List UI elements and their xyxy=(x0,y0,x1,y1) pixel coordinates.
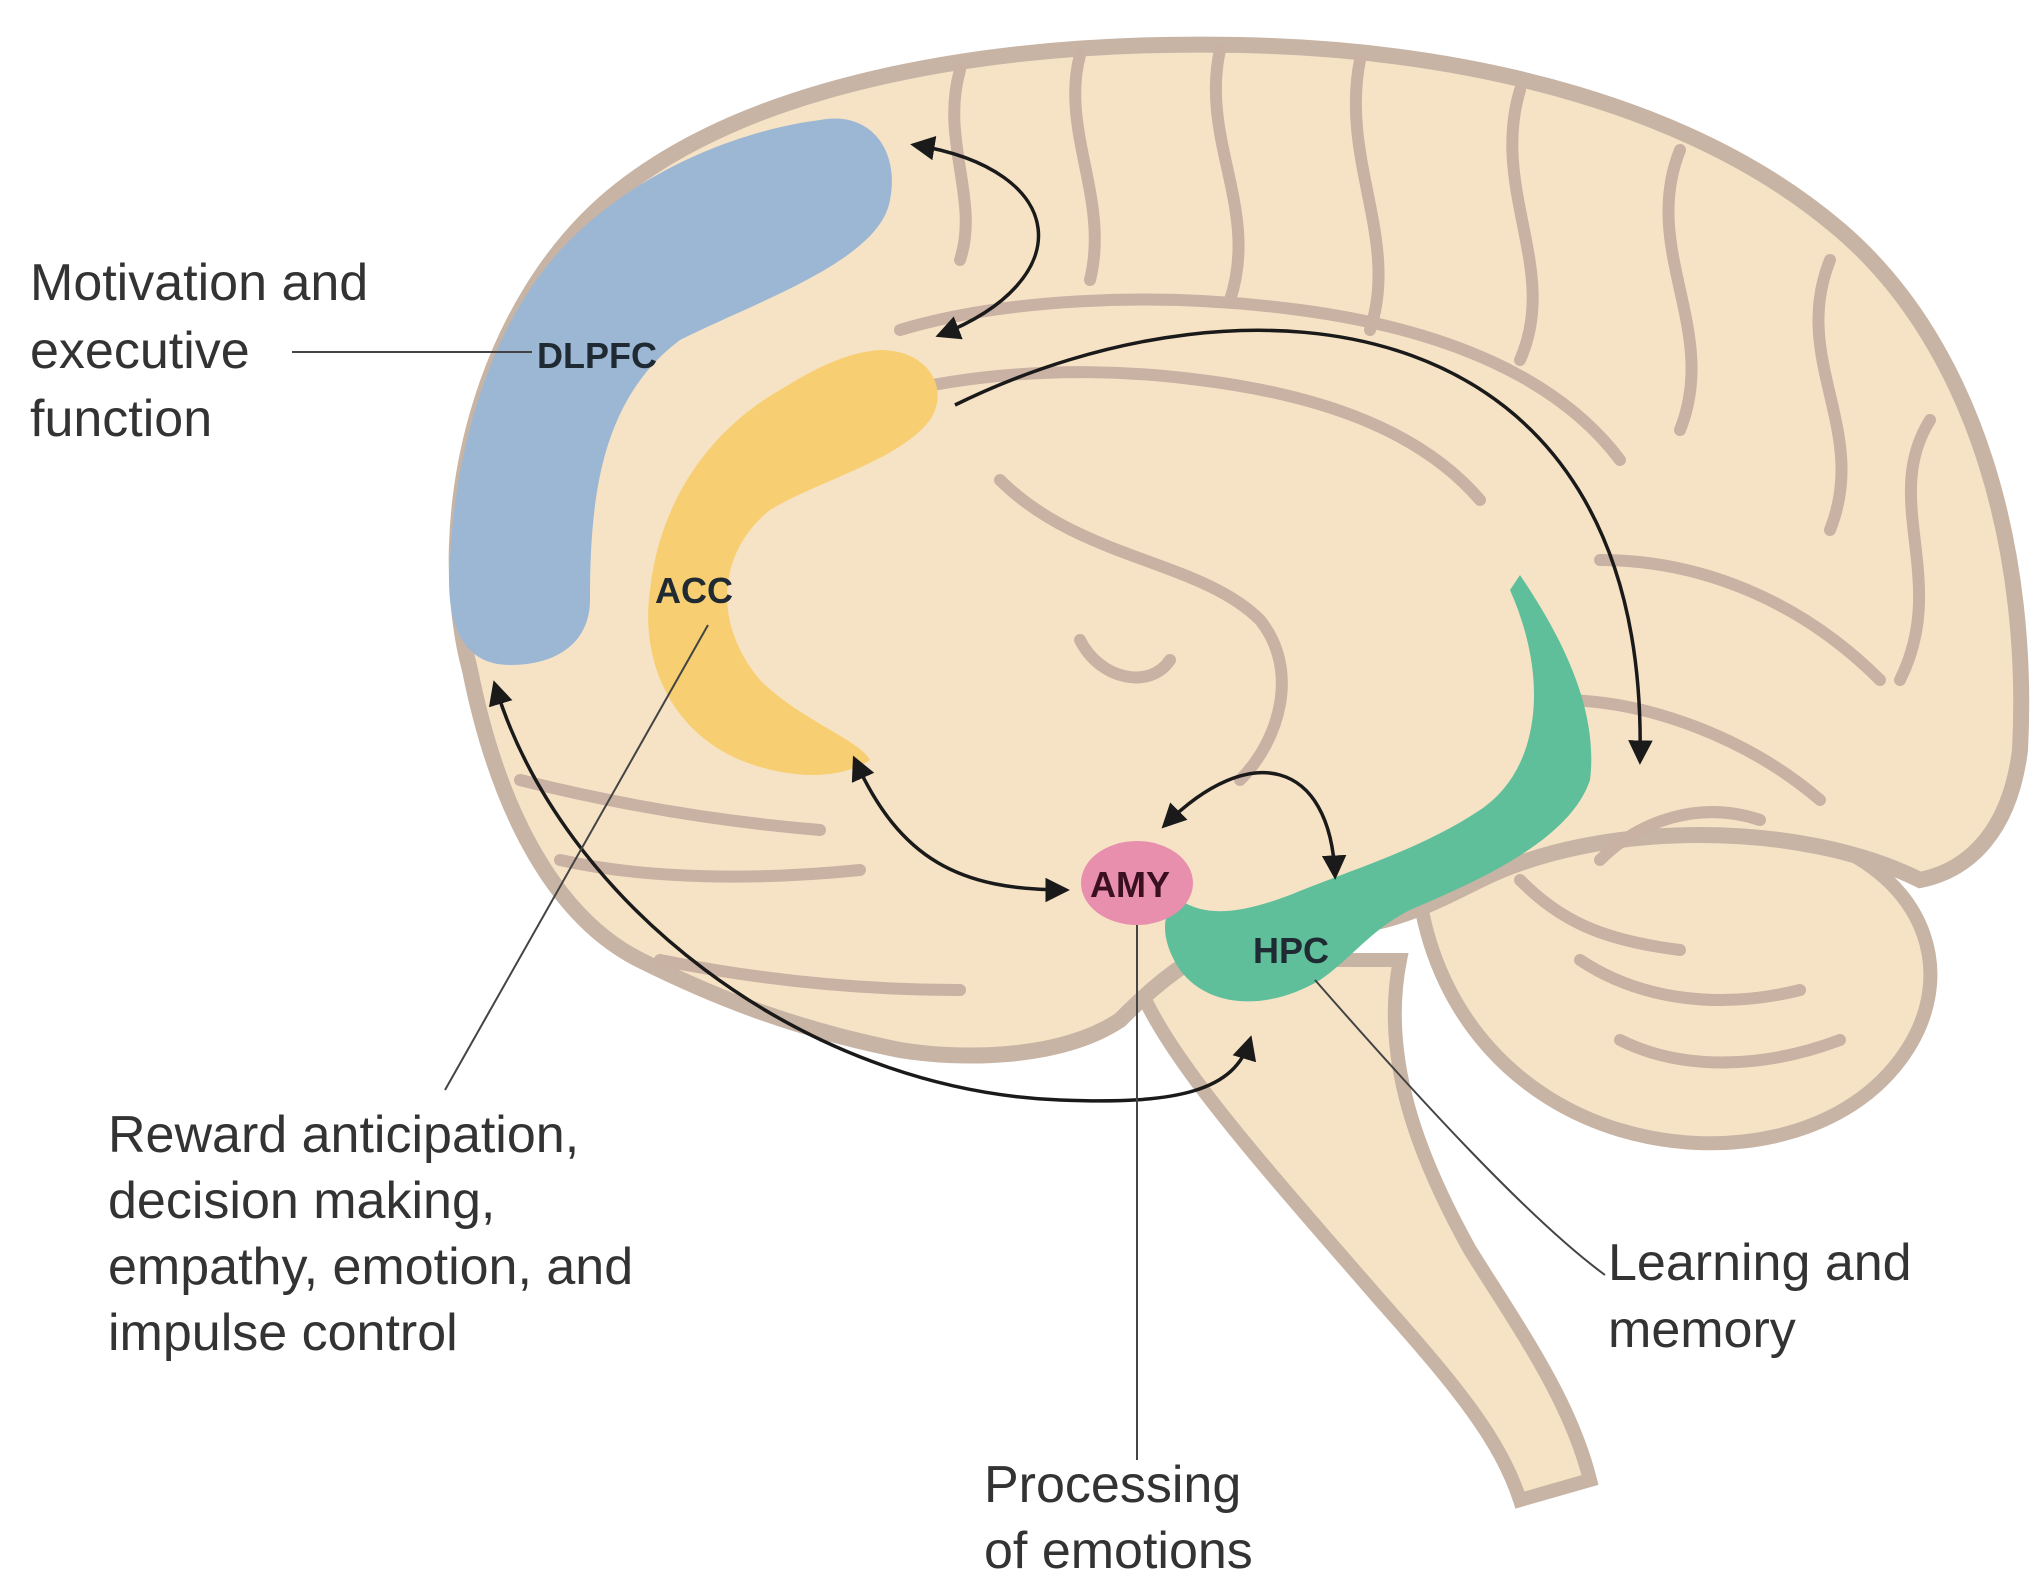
svg-text:Learning and: Learning and xyxy=(1608,1234,1912,1292)
acc-label: ACC xyxy=(655,570,733,611)
callout-amy: Processing of emotions xyxy=(984,1456,1253,1580)
svg-text:Reward anticipation,: Reward anticipation, xyxy=(108,1106,579,1164)
hpc-label: HPC xyxy=(1253,930,1329,971)
svg-text:memory: memory xyxy=(1608,1301,1796,1359)
callout-acc: Reward anticipation, decision making, em… xyxy=(108,1106,633,1362)
dlpfc-label: DLPFC xyxy=(537,335,657,376)
svg-text:Motivation and: Motivation and xyxy=(30,254,368,312)
svg-text:function: function xyxy=(30,390,212,448)
svg-text:decision making,: decision making, xyxy=(108,1172,495,1230)
svg-text:empathy, emotion, and: empathy, emotion, and xyxy=(108,1238,633,1296)
amy-label: AMY xyxy=(1090,864,1170,905)
callout-hpc: Learning and memory xyxy=(1608,1234,1912,1359)
svg-text:executive: executive xyxy=(30,322,250,380)
svg-text:impulse control: impulse control xyxy=(108,1304,458,1362)
svg-text:Processing: Processing xyxy=(984,1456,1241,1514)
svg-text:of emotions: of emotions xyxy=(984,1522,1253,1580)
